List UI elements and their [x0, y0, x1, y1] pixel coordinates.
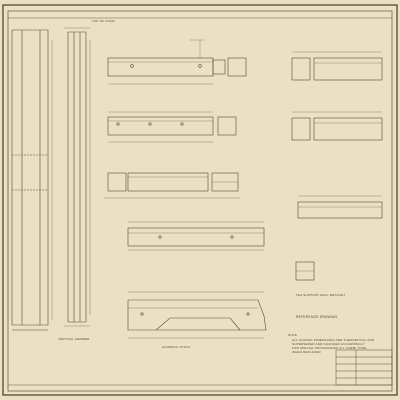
note-line: FOR SPECIAL PROCEDURES ALL CHEMI TONE [292, 346, 367, 350]
part-center-3 [104, 172, 240, 199]
note-label: NOTE [288, 333, 297, 337]
note-line: SUPERSEDED AND CHANGED ACCORDINGLY [292, 342, 365, 346]
note-line: ALL CURVED DIMENSIONS ARE THEORETICAL AN… [292, 338, 375, 342]
right-bottom-label: TEA SUPPORT WALL BRACKET [296, 293, 345, 297]
part-right-2 [291, 111, 383, 141]
reference-drawing-title: REFERENCE DRAWING [296, 315, 338, 319]
second-column-elevation [64, 27, 91, 327]
top-label: TOP OF STAIR [92, 19, 116, 23]
part-top-center [107, 39, 247, 85]
part-right-3 [297, 195, 383, 219]
part-bottom-center [127, 291, 267, 339]
part-right-1 [291, 51, 383, 81]
lower-left-label: VERTICAL MEMBER [58, 337, 90, 341]
left-column-elevation [7, 29, 53, 331]
annotations: TOP OF STAIR VERTICAL MEMBER HANDRAIL ST… [58, 19, 375, 354]
part-center-2 [107, 111, 237, 143]
part-center-4 [127, 221, 265, 251]
title-block [335, 349, 393, 386]
bottom-center-label: HANDRAIL STOOL [162, 345, 191, 349]
part-right-4 [295, 261, 315, 281]
sheet-border-outer [2, 4, 398, 396]
note-line: WHEN REPLACED [292, 350, 321, 354]
